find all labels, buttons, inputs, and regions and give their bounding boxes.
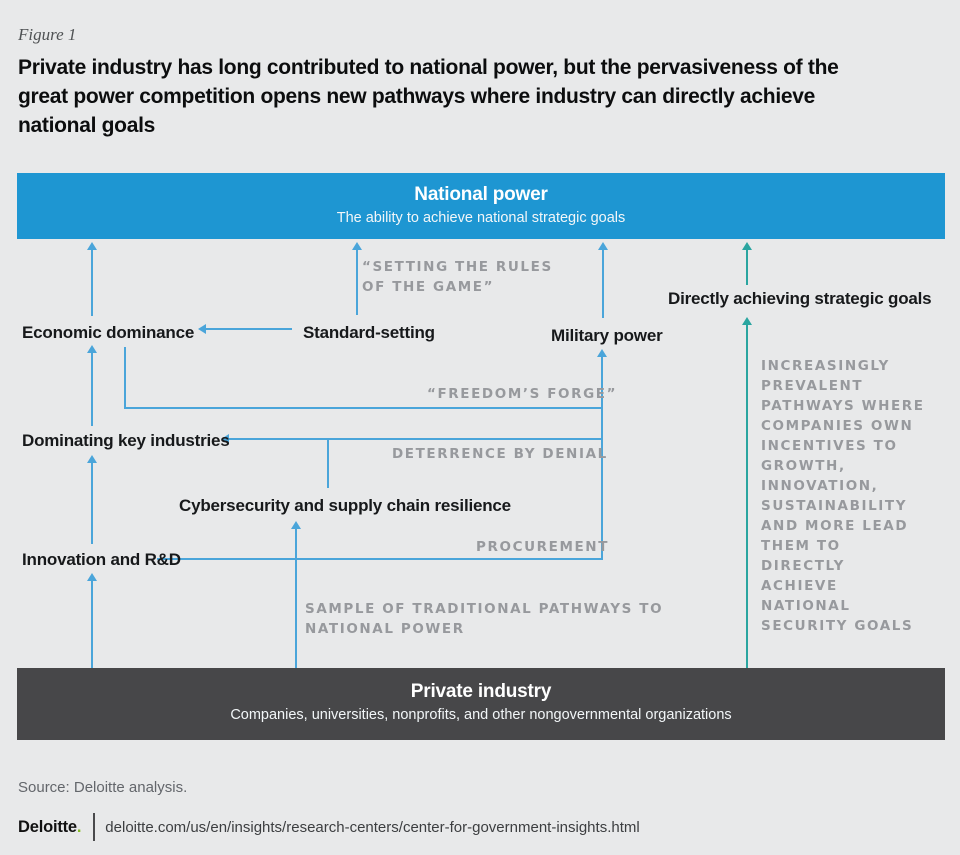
line-deterrence-horizontal [228, 438, 603, 440]
annotation-setting-rules: “SETTING THE RULES OF THE GAME” [362, 259, 553, 295]
footer-url[interactable]: deloitte.com/us/en/insights/research-cen… [105, 818, 640, 836]
national-power-band: National power The ability to achieve na… [17, 173, 945, 239]
arrow-innovation-to-dominating [87, 455, 97, 463]
line-directly-to-national [746, 249, 748, 285]
national-power-title: National power [414, 184, 548, 205]
node-dominating-key-industries: Dominating key industries [22, 431, 230, 450]
deloitte-green-dot: . [76, 817, 82, 836]
arrow-riser-to-military [597, 349, 607, 357]
arrow-standard-to-national [352, 242, 362, 250]
annotation-procurement: PROCUREMENT [476, 539, 610, 555]
figure-number: Figure 1 [18, 25, 77, 44]
line-industry-to-directly [746, 324, 748, 668]
arrow-military-to-national [598, 242, 608, 250]
line-procurement [157, 558, 603, 560]
line-economic-to-national [91, 249, 93, 316]
node-economic-dominance: Economic dominance [22, 323, 195, 342]
arrow-to-dominating [221, 434, 229, 444]
private-industry-title: Private industry [410, 681, 552, 702]
footer-divider [93, 813, 96, 841]
line-standard-to-economic [205, 328, 292, 330]
arrow-industry-to-innovation [87, 573, 97, 581]
line-industry-to-cyber [295, 528, 297, 668]
national-power-subtitle: The ability to achieve national strategi… [336, 210, 626, 226]
node-directly-achieving: Directly achieving strategic goals [668, 289, 932, 308]
line-cyber-branch [327, 440, 329, 488]
source-note: Source: Deloitte analysis. [18, 779, 188, 796]
line-standard-to-national [356, 249, 358, 315]
annotation-deterrence: DETERRENCE BY DENIAL [392, 446, 608, 462]
node-innovation-rd: Innovation and R&D [22, 550, 181, 569]
node-military-power: Military power [551, 326, 663, 345]
node-cybersecurity: Cybersecurity and supply chain resilienc… [179, 496, 511, 515]
deloitte-logo: Deloitte. [18, 817, 82, 837]
line-industry-to-innovation [91, 580, 93, 668]
line-innovation-to-dominating [91, 462, 93, 544]
arrow-industry-to-directly [742, 317, 752, 325]
arrow-industry-to-cyber [291, 521, 301, 529]
footer: Deloitte. deloitte.com/us/en/insights/re… [18, 812, 640, 842]
line-military-riser [601, 356, 603, 560]
annotation-sample-traditional: SAMPLE OF TRADITIONAL PATHWAYS TO NATION… [305, 601, 664, 637]
line-military-to-national [602, 249, 604, 318]
arrow-standard-to-economic [198, 324, 206, 334]
annotation-freedoms-forge: “FREEDOM’S FORGE” [427, 386, 618, 402]
private-industry-subtitle: Companies, universities, nonprofits, and… [230, 707, 732, 723]
arrow-dominating-to-economic [87, 345, 97, 353]
node-standard-setting: Standard-setting [303, 323, 435, 342]
private-industry-band: Private industry Companies, universities… [17, 668, 945, 740]
deloitte-wordmark: Deloitte [18, 817, 77, 836]
figure-title: Private industry has long contributed to… [18, 56, 839, 137]
annotation-new-pathways: INCREASINGLY PREVALENT PATHWAYS WHERE CO… [761, 358, 925, 634]
line-freedoms-forge-horizontal [124, 407, 603, 409]
line-dominating-to-economic [91, 352, 93, 426]
arrow-directly-to-national [742, 242, 752, 250]
arrow-economic-to-national [87, 242, 97, 250]
line-freedoms-forge-drop [124, 347, 126, 409]
